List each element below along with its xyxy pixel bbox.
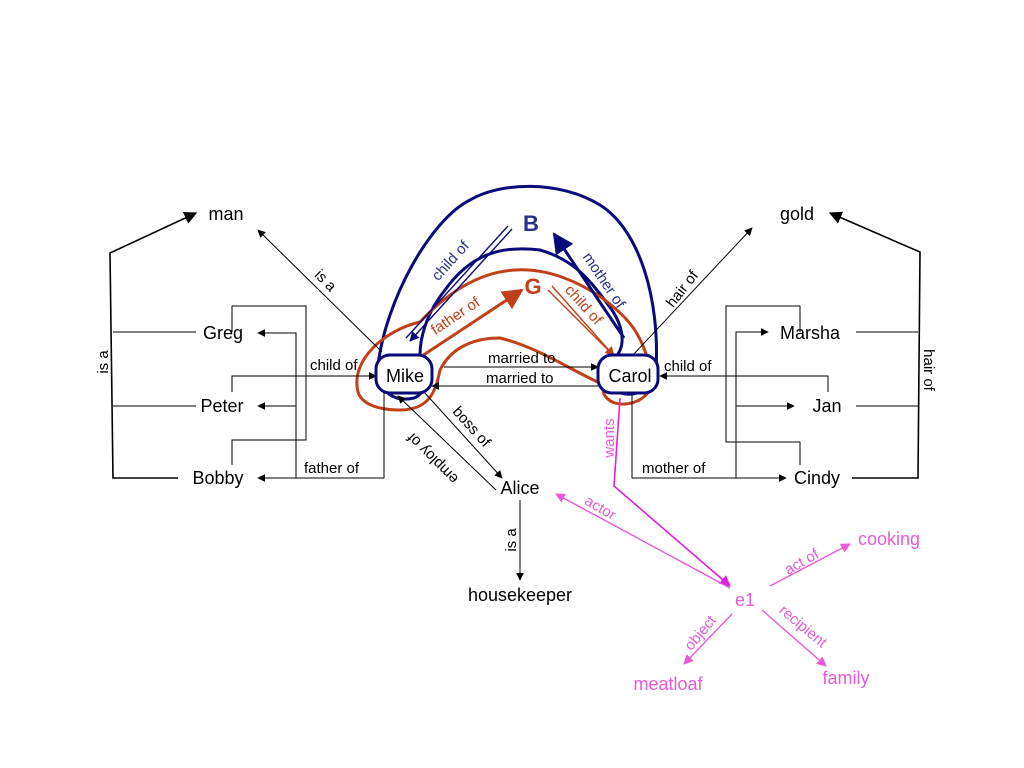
mike-node-outline bbox=[374, 353, 434, 395]
node-gold[interactable]: gold bbox=[780, 204, 814, 224]
label-mother-of-right: mother of bbox=[642, 460, 706, 477]
label-is-a-left: is a bbox=[95, 350, 112, 374]
edge-g-father-of bbox=[421, 288, 524, 358]
label-married-to-1: married to bbox=[488, 350, 556, 367]
edge-b-child-of-b bbox=[409, 228, 513, 342]
node-man[interactable]: man bbox=[208, 204, 243, 224]
edge-b-mother-of bbox=[552, 232, 626, 339]
context-g-label: G bbox=[524, 274, 541, 299]
node-marsha[interactable]: Marsha bbox=[780, 323, 841, 343]
label-actor: actor bbox=[582, 492, 619, 523]
edge-mother-of-right bbox=[631, 392, 787, 482]
node-cooking[interactable]: cooking bbox=[858, 529, 920, 549]
edge-act-of bbox=[769, 543, 851, 587]
node-jan[interactable]: Jan bbox=[812, 396, 841, 416]
label-is-a-alice: is a bbox=[503, 528, 520, 552]
edge-recipient bbox=[761, 609, 827, 667]
edge-employ-of bbox=[397, 395, 497, 491]
node-bobby[interactable]: Bobby bbox=[192, 468, 243, 488]
edge-father-of-left bbox=[257, 392, 385, 482]
edge-g-child-of-a bbox=[547, 289, 611, 353]
context-b-label: B bbox=[523, 211, 539, 236]
edge-child-of-peter bbox=[231, 372, 377, 392]
context-g-boundary bbox=[355, 268, 655, 412]
node-alice[interactable]: Alice bbox=[500, 478, 539, 498]
edge-mother-marsha bbox=[735, 328, 769, 478]
edge-hair-of-right bbox=[828, 211, 921, 479]
edge-is-a-left bbox=[109, 212, 198, 479]
edge-g-child-of-b bbox=[551, 285, 615, 357]
label-child-of-left: child of bbox=[310, 357, 358, 374]
edge-carol-hair-of bbox=[631, 227, 753, 357]
node-e1[interactable]: e1 bbox=[735, 590, 755, 610]
node-greg[interactable]: Greg bbox=[203, 323, 243, 343]
edge-boss-of bbox=[423, 391, 503, 479]
node-cindy[interactable]: Cindy bbox=[794, 468, 840, 488]
edge-wants bbox=[613, 397, 731, 587]
carol-node-outline bbox=[596, 353, 660, 395]
edge-actor bbox=[555, 493, 731, 589]
node-meatloaf[interactable]: meatloaf bbox=[633, 674, 703, 694]
edge-object bbox=[683, 613, 733, 665]
label-employ-of: employ of bbox=[403, 429, 462, 488]
label-child-of-right: child of bbox=[664, 358, 712, 375]
label-recipient: recipient bbox=[776, 602, 831, 652]
edge-mike-is-a-man bbox=[257, 229, 383, 353]
label-hair-of-top: hair of bbox=[663, 267, 703, 311]
edge-b-child-of-a bbox=[405, 225, 509, 339]
edge-child-of-left bbox=[231, 305, 307, 465]
node-peter[interactable]: Peter bbox=[200, 396, 243, 416]
node-housekeeper[interactable]: housekeeper bbox=[468, 585, 572, 605]
edge-child-of-right bbox=[725, 305, 801, 465]
label-child-of-b: child of bbox=[428, 237, 473, 284]
node-mike[interactable]: Mike bbox=[386, 366, 424, 386]
edge-child-of-jan bbox=[659, 372, 829, 392]
node-family[interactable]: family bbox=[822, 668, 869, 688]
edge-father-greg bbox=[257, 329, 297, 478]
label-father-of-left: father of bbox=[304, 460, 360, 477]
label-act-of: act of bbox=[782, 545, 823, 578]
node-carol[interactable]: Carol bbox=[608, 366, 651, 386]
label-hair-of-right: hair of bbox=[920, 349, 937, 392]
label-married-to-2: married to bbox=[486, 370, 554, 387]
label-is-a-mike: is a bbox=[311, 267, 340, 296]
label-wants: wants bbox=[601, 418, 618, 458]
